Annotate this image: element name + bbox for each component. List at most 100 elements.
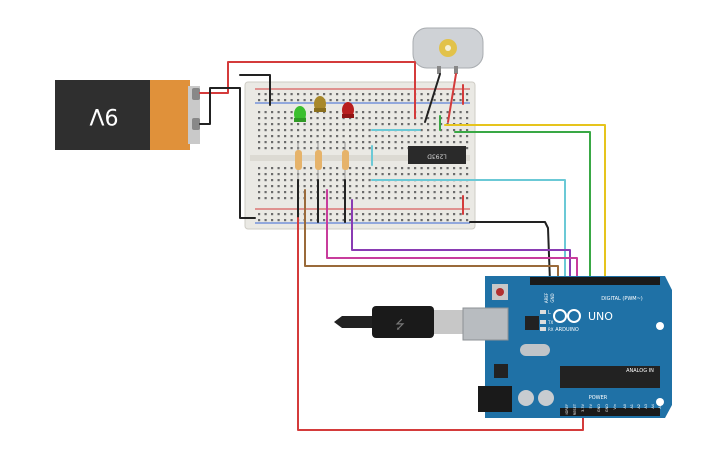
wire-magenta[interactable] — [326, 189, 578, 283]
wire-ground-jumper[interactable] — [239, 74, 271, 106]
breadboard-hole — [329, 185, 332, 188]
breadboard-hole — [427, 123, 430, 126]
breadboard-hole — [329, 191, 332, 194]
breadboard-hole — [336, 117, 339, 120]
led-red[interactable] — [342, 102, 354, 118]
arduino-uno[interactable]: UNO ARDUINO DIGITAL (PWM~) POWER ANALOG … — [462, 276, 672, 418]
breadboard-hole — [342, 213, 345, 216]
arduino-power-pin-label: IOREF — [565, 404, 569, 414]
breadboard-hole — [336, 173, 339, 176]
breadboard-hole — [310, 197, 313, 200]
breadboard-hole — [381, 197, 384, 200]
breadboard-hole — [381, 93, 384, 96]
resistor-1[interactable] — [295, 142, 302, 180]
breadboard-hole — [323, 191, 326, 194]
breadboard-hole — [284, 93, 287, 96]
wire-black-gnd[interactable] — [469, 221, 551, 283]
breadboard-hole — [277, 191, 280, 194]
breadboard-hole — [440, 129, 443, 132]
breadboard-hole — [316, 111, 319, 114]
breadboard-hole — [336, 111, 339, 114]
wire-motor-red[interactable] — [447, 73, 457, 123]
resistor-3[interactable] — [342, 142, 349, 180]
wire-battery-positive[interactable] — [199, 61, 416, 119]
breadboard-hole — [407, 111, 410, 114]
usb-cable-icon[interactable]: ⭍ — [334, 306, 464, 338]
breadboard-hole — [459, 185, 462, 188]
breadboard-hole — [446, 93, 449, 96]
arduino-mount-hole-2 — [656, 398, 664, 406]
driver-ic[interactable]: L293D — [408, 146, 466, 164]
dc-motor-icon[interactable] — [412, 27, 484, 74]
breadboard-hole — [277, 179, 280, 182]
led-yellow[interactable] — [314, 96, 326, 112]
breadboard-hole — [466, 167, 469, 170]
breadboard-hole — [466, 93, 469, 96]
breadboard-hole — [355, 111, 358, 114]
breadboard-hole — [290, 167, 293, 170]
breadboard-hole — [329, 117, 332, 120]
driver-ic-body — [408, 146, 466, 164]
breadboard-hole — [271, 197, 274, 200]
breadboard-hole — [453, 93, 456, 96]
breadboard-hole — [336, 197, 339, 200]
wire-yellow[interactable] — [444, 124, 606, 283]
breadboard-hole — [414, 123, 417, 126]
breadboard-hole — [375, 191, 378, 194]
breadboard-hole — [284, 99, 287, 102]
breadboard-hole — [420, 135, 423, 138]
breadboard-hole — [355, 173, 358, 176]
breadboard-hole — [258, 197, 261, 200]
led-green[interactable] — [294, 106, 306, 122]
breadboard-hole — [303, 147, 306, 150]
breadboard-hole — [264, 141, 267, 144]
resistor-2[interactable] — [315, 142, 322, 180]
breadboard-hole — [368, 129, 371, 132]
breadboard-hole — [355, 185, 358, 188]
breadboard-hole — [258, 93, 261, 96]
wire-cyan[interactable] — [371, 179, 566, 283]
breadboard-hole — [440, 213, 443, 216]
breadboard-hole — [290, 147, 293, 150]
breadboard-hole — [440, 123, 443, 126]
breadboard-hole — [459, 117, 462, 120]
breadboard-hole — [284, 185, 287, 188]
breadboard-hole — [401, 93, 404, 96]
arduino-board — [485, 276, 672, 418]
wire-green[interactable] — [454, 131, 591, 283]
resistor-2-body — [315, 150, 322, 170]
breadboard-hole — [349, 123, 352, 126]
breadboard-hole — [271, 173, 274, 176]
breadboard-hole — [420, 99, 423, 102]
breadboard-hole — [303, 93, 306, 96]
breadboard-hole — [388, 135, 391, 138]
wire-motor-black[interactable] — [424, 73, 441, 123]
wire-battery-negative[interactable] — [199, 87, 256, 219]
breadboard-hole — [323, 213, 326, 216]
breadboard-hole — [355, 167, 358, 170]
breadboard-hole — [329, 141, 332, 144]
breadboard-hole — [394, 141, 397, 144]
wire-red-5v[interactable] — [297, 217, 584, 431]
breadboard-hole — [355, 99, 358, 102]
breadboard-hole — [388, 111, 391, 114]
wire-purple[interactable] — [351, 199, 571, 283]
breadboard-hole — [453, 191, 456, 194]
breadboard-hole — [290, 93, 293, 96]
breadboard-hole — [381, 135, 384, 138]
breadboard-hole — [440, 99, 443, 102]
breadboard-hole — [277, 147, 280, 150]
breadboard-hole — [394, 99, 397, 102]
breadboard-hole — [336, 129, 339, 132]
breadboard-hole — [394, 191, 397, 194]
breadboard-hole — [427, 197, 430, 200]
breadboard-hole — [388, 173, 391, 176]
led-yellow-rim — [314, 108, 326, 112]
breadboard-hole — [459, 167, 462, 170]
breadboard-hole — [407, 167, 410, 170]
breadboard-hole — [310, 141, 313, 144]
battery-9v[interactable]: 9V — [55, 80, 200, 150]
breadboard-hole — [284, 219, 287, 222]
wire-brown[interactable] — [304, 189, 559, 283]
